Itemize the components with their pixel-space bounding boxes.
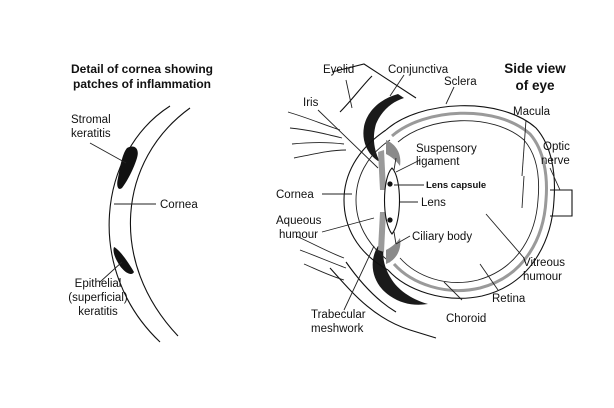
trabecular-label-line2: meshwork <box>311 323 364 335</box>
eyelash <box>299 249 347 269</box>
optic-nerve-label-line1: Optic <box>543 141 570 153</box>
epithelial-keratitis-patch <box>113 247 134 274</box>
side-view-title-line1: Side view <box>504 61 566 76</box>
vitreous-leader <box>485 213 525 259</box>
lower-iris <box>378 212 386 252</box>
eyelash <box>287 111 341 131</box>
suspensory-label-line2: ligament <box>416 156 460 168</box>
epithelial-label-line1: Epithelial <box>75 278 122 290</box>
stromal-label-line2: keratitis <box>71 128 111 140</box>
lens <box>384 167 400 235</box>
lower-lens-capsule-mark <box>387 217 393 223</box>
cornea-inner-surface <box>129 107 191 337</box>
epithelial-leader <box>99 261 123 283</box>
vitreous-label-line1: Vitreous <box>523 257 565 269</box>
epithelial-label-line2: (superficial) <box>68 292 128 304</box>
lower-eyelid-inner <box>345 261 397 313</box>
ciliary-leader <box>395 235 411 245</box>
sclera-leader <box>445 86 455 105</box>
upper-iris <box>378 150 386 190</box>
iris-leader <box>317 109 379 169</box>
side-cornea-label: Cornea <box>276 189 314 201</box>
eyelash <box>293 149 347 159</box>
retina-leader <box>479 263 499 291</box>
lens-capsule-label: Lens capsule <box>426 180 486 191</box>
cornea-outer-surface <box>108 105 171 343</box>
conjunctiva-leader <box>389 74 405 97</box>
side-cornea <box>343 129 389 271</box>
suspensory-label-line1: Suspensory <box>416 143 477 155</box>
iris-label: Iris <box>303 97 319 109</box>
side-view-title-line2: of eye <box>515 78 555 93</box>
upper-ciliary-body <box>386 140 401 166</box>
eyelash <box>303 263 345 281</box>
sclera <box>385 105 555 299</box>
macula-label: Macula <box>513 106 551 118</box>
optic-nerve-label-line2: nerve <box>541 155 570 167</box>
aqueous-leader <box>321 217 375 233</box>
optic-nerve <box>550 189 573 217</box>
retina <box>397 120 540 283</box>
eyelid-label: Eyelid <box>323 64 354 76</box>
eyelash <box>295 235 345 259</box>
stromal-label-line1: Stromal <box>71 114 111 126</box>
upper-conjunctiva <box>363 94 404 162</box>
conjunctiva-label: Conjunctiva <box>388 64 449 76</box>
aqueous-label-line1: Aqueous <box>276 215 322 227</box>
ciliary-body-label: Ciliary body <box>412 231 472 243</box>
upper-eyelid <box>331 63 417 99</box>
suspensory-fiber <box>393 157 397 171</box>
macula-leader <box>521 119 527 177</box>
aqueous-label-line2: humour <box>279 229 318 241</box>
eyelash <box>289 127 343 139</box>
trabecular-label-line1: Trabecular <box>311 309 366 321</box>
upper-eyelid-inner <box>339 75 373 113</box>
choroid-leader <box>443 281 463 301</box>
stromal-leader <box>89 142 127 164</box>
epithelial-label-line3: keratitis <box>78 306 118 318</box>
lower-eyelid <box>329 267 437 339</box>
side-cornea-inner <box>355 139 391 263</box>
choroid <box>391 111 548 292</box>
stromal-keratitis-patch <box>117 146 138 189</box>
eyelash <box>291 142 345 145</box>
cornea-detail-title-line1: Detail of cornea showing <box>71 62 213 76</box>
macula-mark <box>521 175 525 209</box>
retina-label: Retina <box>492 293 526 305</box>
cornea-detail-cornea-label: Cornea <box>160 199 198 211</box>
suspensory-fiber <box>393 231 397 245</box>
vitreous-label-line2: humour <box>523 271 562 283</box>
eyelid-leader <box>345 79 353 109</box>
upper-lens-capsule-mark <box>387 181 393 187</box>
trabecular-leader <box>343 245 375 311</box>
lower-conjunctiva <box>372 246 428 305</box>
cornea-detail-panel: Detail of cornea showing patches of infl… <box>68 62 213 343</box>
lens-label: Lens <box>421 197 446 209</box>
cornea-detail-title-line2: patches of inflammation <box>73 77 211 91</box>
choroid-label: Choroid <box>446 313 486 325</box>
sclera-label: Sclera <box>444 76 477 88</box>
side-view-panel: Side view of eye <box>276 61 573 339</box>
optic-nerve-leader <box>549 167 561 191</box>
suspensory-leader <box>395 159 421 173</box>
lower-ciliary-body <box>386 238 401 264</box>
